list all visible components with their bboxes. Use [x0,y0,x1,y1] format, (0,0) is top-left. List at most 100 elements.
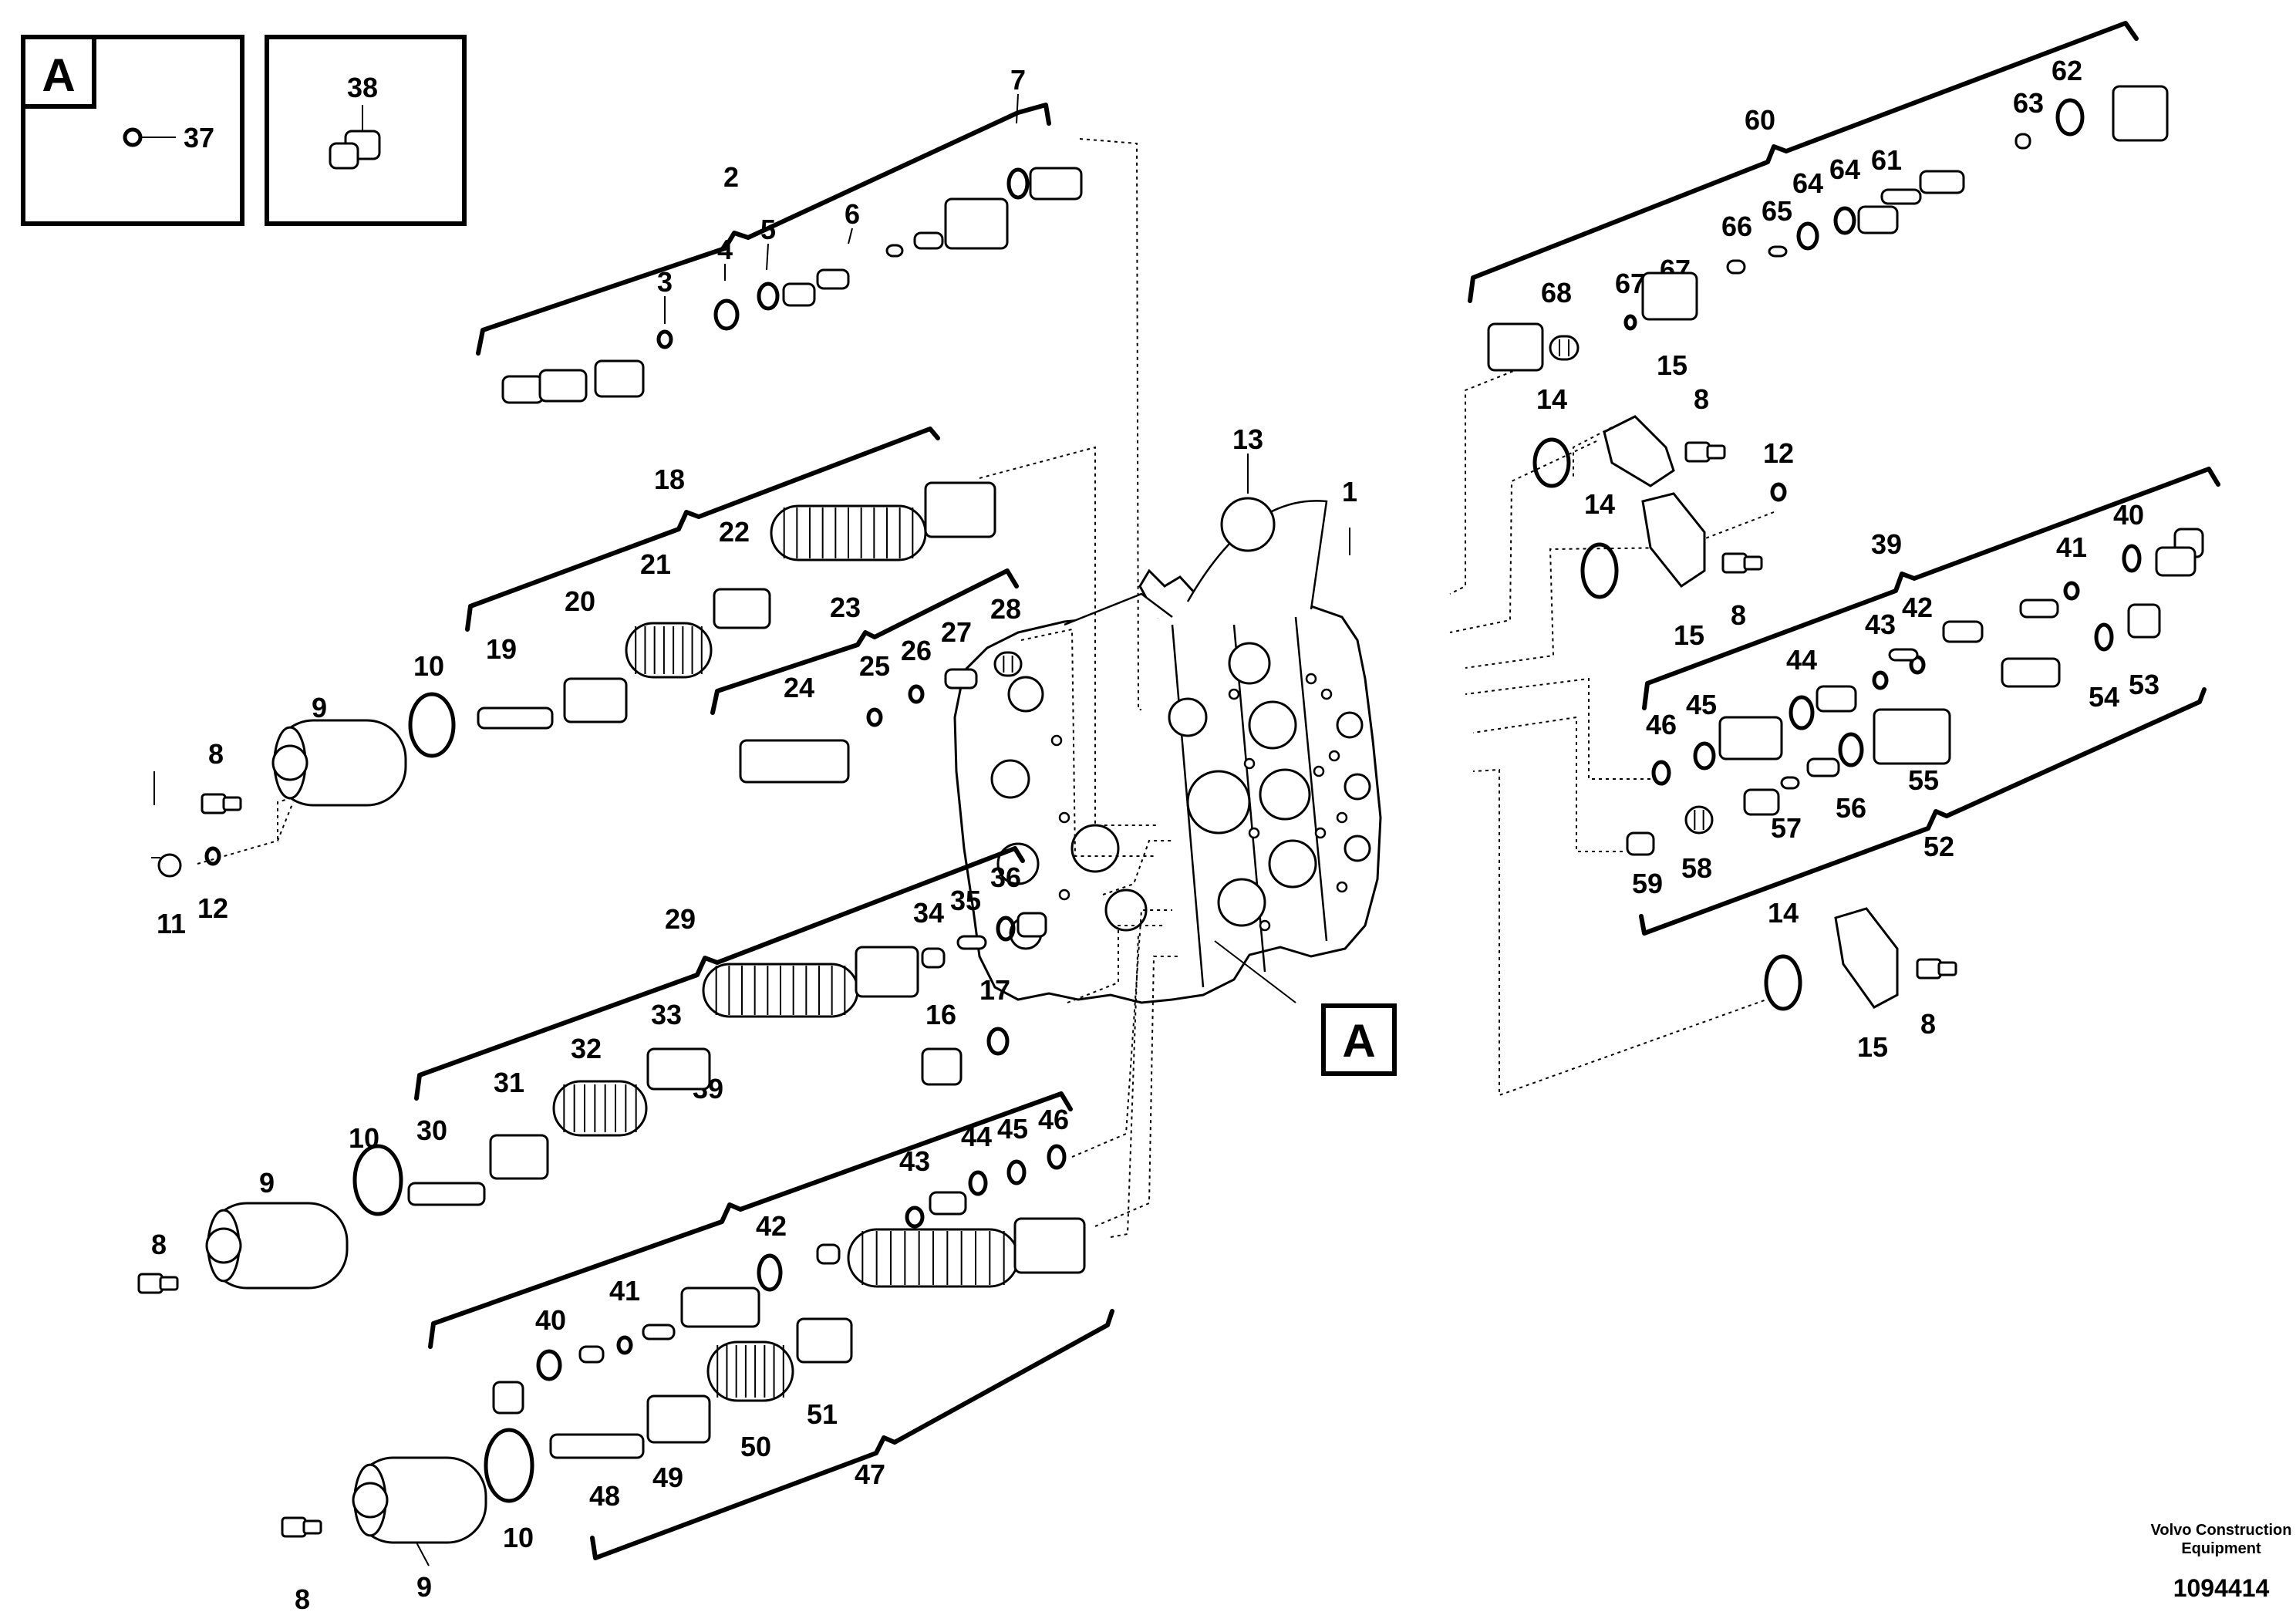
brace-18 [465,427,940,632]
inset-b: 38 [265,35,467,226]
part-label-8: 8 [1920,1008,1936,1040]
spring-32 [552,1080,648,1137]
part-63 [2014,133,2031,150]
part-seat-20 [563,677,628,723]
part-24 [739,739,850,784]
part-label-14: 14 [1768,897,1799,929]
spring-58 [1684,805,1714,835]
oring-43b [1872,670,1889,690]
part-seat-49 [646,1394,711,1444]
part-label-17: 17 [979,974,1010,1006]
oring-67a [1623,314,1637,331]
callout-letter: A [1342,1015,1375,1067]
part-label-57: 57 [1771,812,1802,844]
brand-line-2: Equipment [2181,1540,2261,1557]
part-68-body [1487,322,1544,372]
part-label-12: 12 [1763,437,1794,469]
oring-36 [996,916,1016,942]
part-65 [1768,245,1788,258]
part-35 [956,935,987,950]
part-nut-1 [538,369,588,403]
part-label-6: 6 [845,198,860,230]
part-label-13: 13 [1232,423,1263,455]
part-seat-1 [782,282,816,307]
part-42-body [680,1286,760,1328]
oring-46b [1651,760,1671,786]
part-label-3: 3 [657,266,673,298]
brace-39-lower [428,1091,1073,1349]
part-label-14: 14 [1536,383,1567,415]
oring-40 [536,1349,562,1381]
part-62-cap [2112,85,2169,142]
part-label-30: 30 [416,1114,447,1146]
part-spring-2 [913,231,944,250]
part-57 [1780,776,1800,790]
oring-26 [908,684,925,704]
part-label-12: 12 [197,892,228,924]
part-pin-61 [1919,170,1965,194]
eyebolt-13 [1220,497,1276,552]
part-label-33: 33 [651,999,682,1030]
drawing-number: 1094414 [2173,1574,2270,1602]
part-label-46: 46 [1646,709,1677,740]
part-34 [921,947,946,969]
part-plug-1 [944,197,1009,250]
part-label-53: 53 [2129,669,2159,700]
brand-line-1: Volvo Construction [2151,1522,2292,1539]
part-label-24: 24 [784,672,814,703]
oring-46 [1047,1144,1067,1170]
part-label-41: 41 [609,1275,640,1307]
part-40c [2155,546,2197,577]
oring-54 [2094,622,2114,652]
oring-10b [352,1144,403,1216]
part-spool-52 [2001,657,2061,688]
oring-4 [713,298,740,331]
part-42c [1942,620,1984,643]
brace-47 [590,1309,1114,1560]
part-label-15: 15 [1657,349,1687,381]
body-ports [990,642,1371,950]
oring-12 [204,846,221,866]
oring-44 [968,1170,988,1196]
part-label-26: 26 [901,635,932,666]
part-label-62: 62 [2052,55,2082,86]
part-label-64: 64 [1792,167,1823,199]
bolt-8 [201,793,242,814]
part-label-29: 29 [665,903,696,935]
part-label-7: 7 [1010,64,1026,96]
oring-64b [1833,206,1856,235]
part-label-27: 27 [941,616,972,648]
part-label-10: 10 [503,1522,534,1553]
part-label-21: 21 [640,548,671,580]
part-label-39: 39 [1871,528,1902,560]
part-label-35: 35 [950,885,981,916]
part-spring-6 [816,268,850,290]
oring-7 [1006,167,1030,200]
inset-a: A 37 [21,35,244,226]
oring-10c [484,1428,534,1503]
part-label-60: 60 [1745,104,1775,136]
oring-56 [1838,732,1864,767]
oring-45b [1693,741,1716,771]
part-40a [492,1381,524,1415]
oring-40b [2122,544,2142,573]
bolt-8e [1721,552,1763,574]
oring-14b [1580,542,1619,599]
part-label-48: 48 [589,1480,620,1512]
part-66 [1726,259,1746,275]
part-label-49: 49 [652,1462,683,1493]
part-label-8: 8 [1731,599,1746,631]
part-fitting-1 [501,375,544,404]
cap-9 [271,719,407,807]
part-seat-22 [713,588,771,629]
part-label-22: 22 [719,516,750,548]
part-label-52: 52 [1923,831,1954,862]
part-fitting-2 [594,359,645,398]
part-spool-end-2 [855,946,919,998]
bolt-8d [1684,441,1726,463]
part-label-9: 9 [259,1167,275,1199]
part-label-36: 36 [990,862,1021,893]
assembly-paths [197,138,1775,1238]
part-seat-33 [646,1047,711,1091]
